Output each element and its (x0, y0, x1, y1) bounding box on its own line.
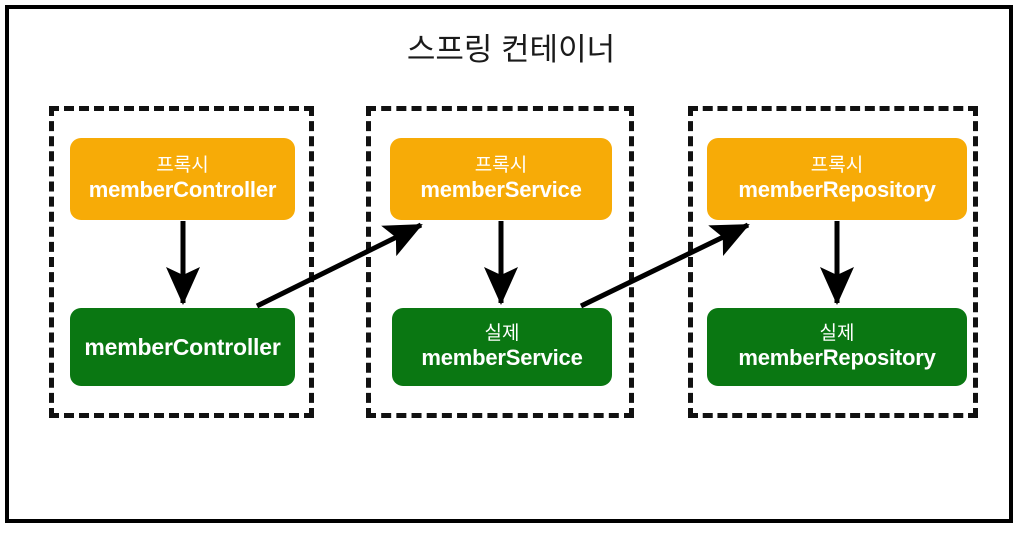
node-prefix-label: 프록시 (810, 155, 864, 177)
node-proxy-member-service[interactable]: 프록시 memberService (390, 138, 612, 220)
node-prefix-label: 실제 (819, 323, 855, 345)
node-real-member-controller[interactable]: memberController (70, 308, 295, 386)
node-bean-label: memberRepository (738, 177, 936, 203)
node-real-member-service[interactable]: 실제 memberService (392, 308, 612, 386)
node-bean-label: memberController (84, 333, 281, 360)
node-bean-label: memberService (421, 345, 583, 371)
node-bean-label: memberRepository (738, 345, 936, 371)
node-prefix-label: 프록시 (474, 155, 528, 177)
node-proxy-member-repository[interactable]: 프록시 memberRepository (707, 138, 967, 220)
node-prefix-label: 프록시 (156, 155, 209, 177)
node-bean-label: memberService (420, 177, 582, 203)
page-title: 스프링 컨테이너 (406, 32, 616, 67)
node-real-member-repository[interactable]: 실제 memberRepository (707, 308, 967, 386)
spring-container-frame (5, 5, 1013, 523)
node-proxy-member-controller[interactable]: 프록시 memberController (70, 138, 295, 220)
node-prefix-label: 실제 (484, 323, 520, 345)
node-bean-label: memberController (88, 177, 277, 203)
